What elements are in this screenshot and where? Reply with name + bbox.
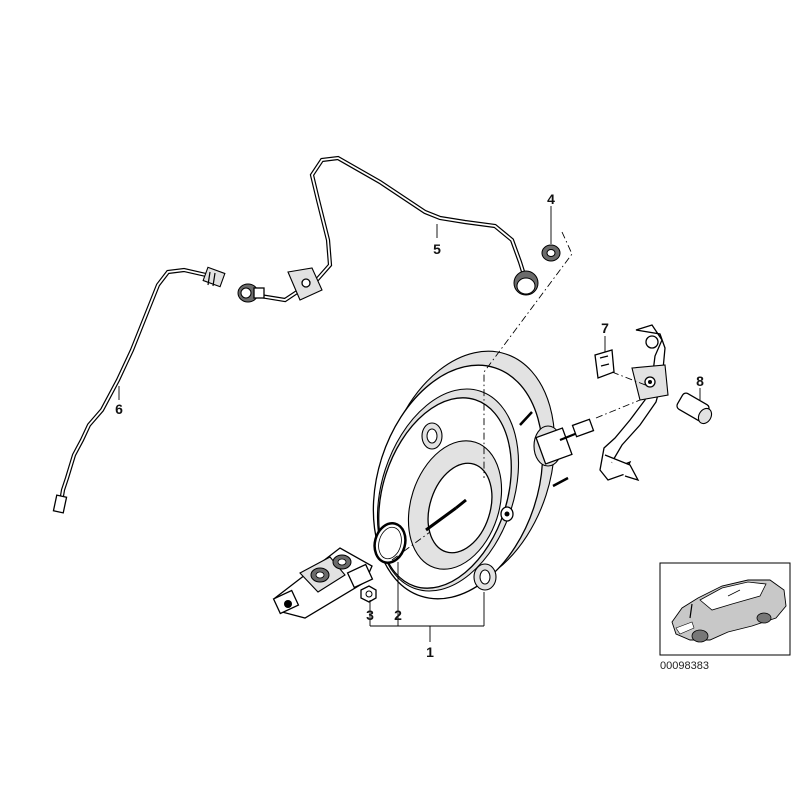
- part-6-brake-line[interactable]: [52, 266, 226, 514]
- master-cylinder[interactable]: [272, 547, 374, 619]
- alignment-lines: [391, 231, 649, 561]
- callout-3: 3: [366, 607, 374, 623]
- callout-6: 6: [115, 401, 123, 417]
- vehicle-thumbnail: 00098383: [659, 562, 791, 672]
- part-5-vacuum-line[interactable]: [237, 155, 539, 303]
- diagram-reference-number: 00098383: [660, 660, 709, 672]
- callout-4: 4: [547, 191, 555, 207]
- part-8-pin[interactable]: [676, 392, 715, 426]
- callout-labels: 1 2 3 4 5 6 7 8: [115, 191, 704, 660]
- leader-lines: [118, 206, 701, 642]
- callout-5: 5: [433, 241, 441, 257]
- brake-pedal[interactable]: [599, 324, 669, 482]
- car-icon: [671, 579, 787, 643]
- part-1-brake-booster[interactable]: [345, 329, 595, 621]
- part-7-clip[interactable]: [594, 349, 615, 379]
- part-2-o-ring[interactable]: [370, 520, 409, 566]
- callout-1: 1: [426, 644, 434, 660]
- callout-7: 7: [601, 320, 609, 336]
- callout-8: 8: [696, 373, 704, 389]
- part-4-grommet[interactable]: [541, 244, 561, 262]
- callout-2: 2: [394, 607, 402, 623]
- part-3-nut[interactable]: [360, 585, 377, 603]
